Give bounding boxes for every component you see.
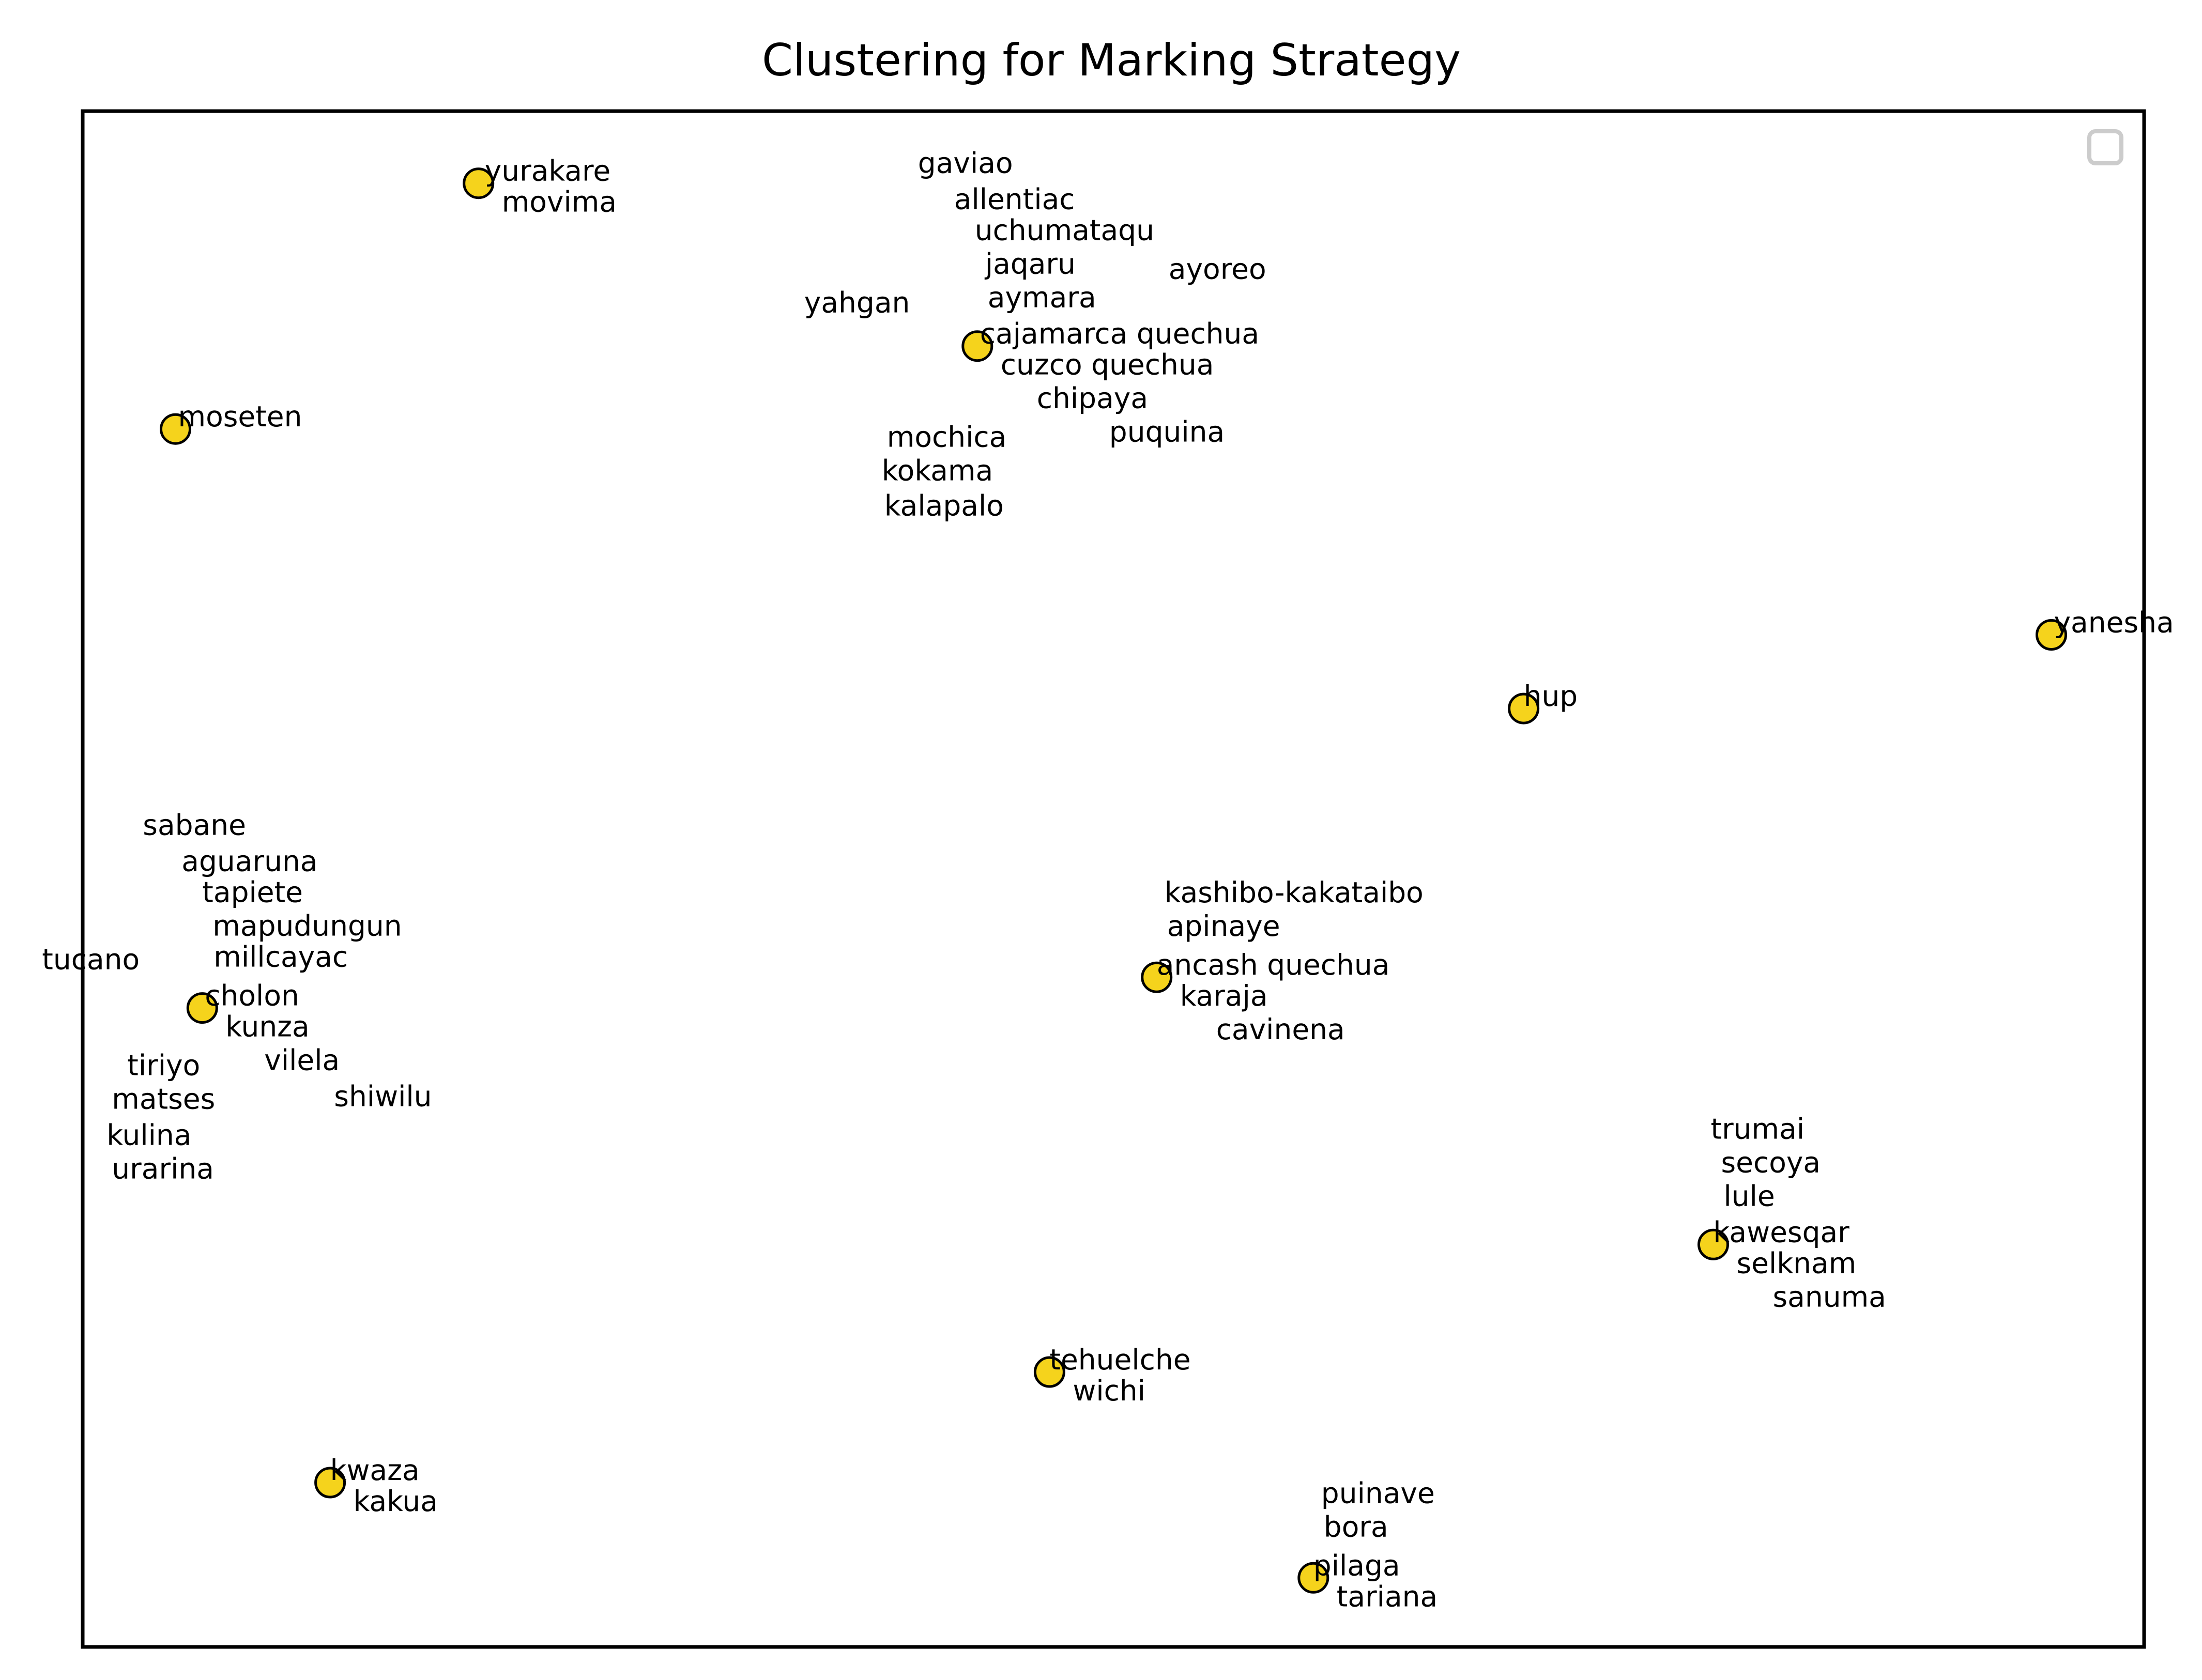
point-label: sabane — [143, 809, 246, 842]
point-label: secoya — [1721, 1146, 1821, 1179]
point-label: shiwilu — [334, 1080, 432, 1113]
cluster-point — [314, 1467, 346, 1499]
point-label: yanesha — [2054, 606, 2174, 639]
point-label: lule — [1724, 1179, 1775, 1212]
plot-frame — [81, 109, 2146, 1649]
point-label: tucano — [42, 943, 140, 976]
point-label: cajamarca quechua — [980, 317, 1259, 350]
legend-box — [2087, 129, 2123, 165]
point-label: aguaruna — [181, 845, 317, 878]
point-label: allentiac — [954, 183, 1075, 216]
point-label: ancash quechua — [1157, 948, 1390, 981]
point-label: cholon — [205, 979, 299, 1012]
point-label: mochica — [887, 421, 1007, 454]
point-label: wichi — [1073, 1374, 1145, 1407]
chart-title: Clustering for Marking Strategy — [762, 35, 1461, 86]
cluster-point — [1033, 1356, 1065, 1388]
point-label: moseten — [178, 400, 302, 433]
point-label: yahgan — [804, 286, 910, 319]
point-label: aymara — [988, 281, 1096, 314]
point-label: urarina — [112, 1152, 214, 1185]
point-label: cuzco quechua — [1001, 348, 1214, 381]
point-label: kalapalo — [884, 489, 1004, 522]
point-label: vilela — [264, 1044, 340, 1077]
point-label: movima — [502, 186, 617, 219]
point-label: trumai — [1711, 1112, 1805, 1145]
point-label: karaja — [1180, 979, 1268, 1012]
point-label: kashibo-kakataibo — [1165, 876, 1424, 909]
point-label: selknam — [1737, 1246, 1857, 1280]
point-label: tiriyo — [127, 1049, 200, 1082]
point-label: kokama — [882, 454, 993, 487]
point-label: kwaza — [330, 1454, 420, 1487]
point-label: mapudungun — [212, 910, 402, 943]
cluster-point — [2036, 619, 2067, 651]
cluster-point — [160, 413, 191, 445]
cluster-point — [961, 330, 993, 362]
point-label: tehuelche — [1049, 1343, 1190, 1376]
point-label: ayoreo — [1169, 253, 1266, 286]
cluster-point — [1297, 1562, 1329, 1594]
point-label: matses — [112, 1083, 215, 1116]
cluster-point — [1508, 692, 1540, 725]
cluster-point — [463, 167, 495, 199]
cluster-point — [186, 992, 218, 1024]
point-label: jaqaru — [985, 248, 1076, 281]
point-label: tariana — [1337, 1580, 1438, 1613]
cluster-point — [1141, 961, 1173, 993]
point-label: tapiete — [202, 876, 303, 909]
point-label: millcayac — [213, 941, 348, 974]
point-label: cavinena — [1216, 1013, 1345, 1046]
point-label: uchumataqu — [975, 214, 1154, 247]
cluster-point — [1698, 1228, 1729, 1260]
point-label: kunza — [225, 1010, 309, 1043]
point-label: gaviao — [918, 147, 1013, 180]
point-label: kawesqar — [1714, 1215, 1850, 1249]
point-label: kakua — [354, 1485, 438, 1518]
point-label: yurakare — [485, 155, 611, 188]
point-label: hup — [1524, 680, 1578, 713]
point-label: puinave — [1321, 1476, 1435, 1509]
point-label: pilaga — [1313, 1549, 1400, 1582]
point-label: bora — [1324, 1510, 1388, 1543]
point-label: chipaya — [1037, 382, 1148, 415]
point-label: kulina — [106, 1119, 191, 1152]
point-label: puquina — [1109, 415, 1225, 449]
point-label: sanuma — [1773, 1280, 1886, 1313]
point-label: apinaye — [1167, 910, 1280, 943]
points-layer — [160, 167, 2067, 1594]
